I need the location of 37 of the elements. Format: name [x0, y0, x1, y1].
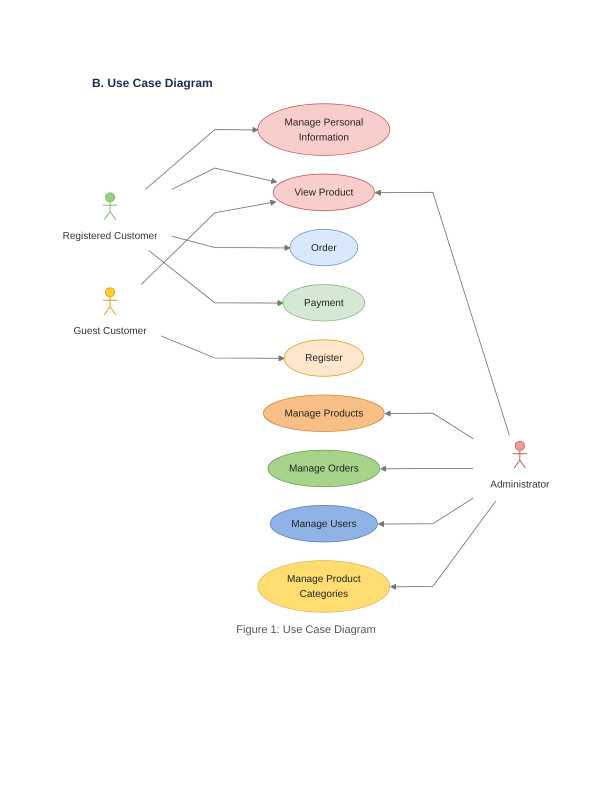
arrow [171, 236, 291, 252]
use-case-label: Manage Products [284, 406, 364, 421]
actor-name: Registered Customer [62, 228, 158, 244]
arrow [148, 250, 284, 306]
actor [490, 440, 550, 490]
actor [73, 287, 147, 336]
use-case-label: Manage Personal Information [284, 114, 364, 144]
use-case-label: Register [305, 350, 343, 366]
arrow [378, 497, 474, 528]
arrow [171, 168, 278, 190]
arrow [374, 189, 510, 436]
use-case-ellipse [270, 505, 378, 542]
use-case-ellipse [282, 284, 366, 322]
use-case-ellipse [284, 339, 364, 377]
actor [62, 192, 158, 242]
arrow [390, 500, 496, 590]
use-case-ellipse [258, 560, 390, 613]
use-case-label: View Product [294, 185, 354, 200]
arrow [140, 200, 276, 285]
arrow [144, 126, 259, 190]
actor-name: Guest Customer [73, 324, 147, 338]
figure-caption: Figure 1: Use Case Diagram [236, 624, 376, 636]
use-case-label: Manage Users [291, 516, 357, 532]
arrow [380, 466, 474, 472]
use-case-ellipse [263, 394, 385, 432]
heading: B. Use Case Diagram [92, 76, 213, 90]
use-case-label: Order [311, 240, 337, 255]
use-case-label: Payment [304, 296, 344, 310]
use-case-label: Manage Product Categories [286, 572, 362, 602]
use-case-ellipse [290, 228, 358, 266]
arrow [384, 410, 474, 440]
actor-name: Administrator [490, 477, 550, 492]
use-case-ellipse [268, 450, 380, 488]
arrow [160, 335, 285, 362]
use-case-ellipse [272, 174, 375, 211]
use-case-ellipse [258, 103, 390, 156]
use-case-label: Manage Orders [288, 461, 359, 476]
